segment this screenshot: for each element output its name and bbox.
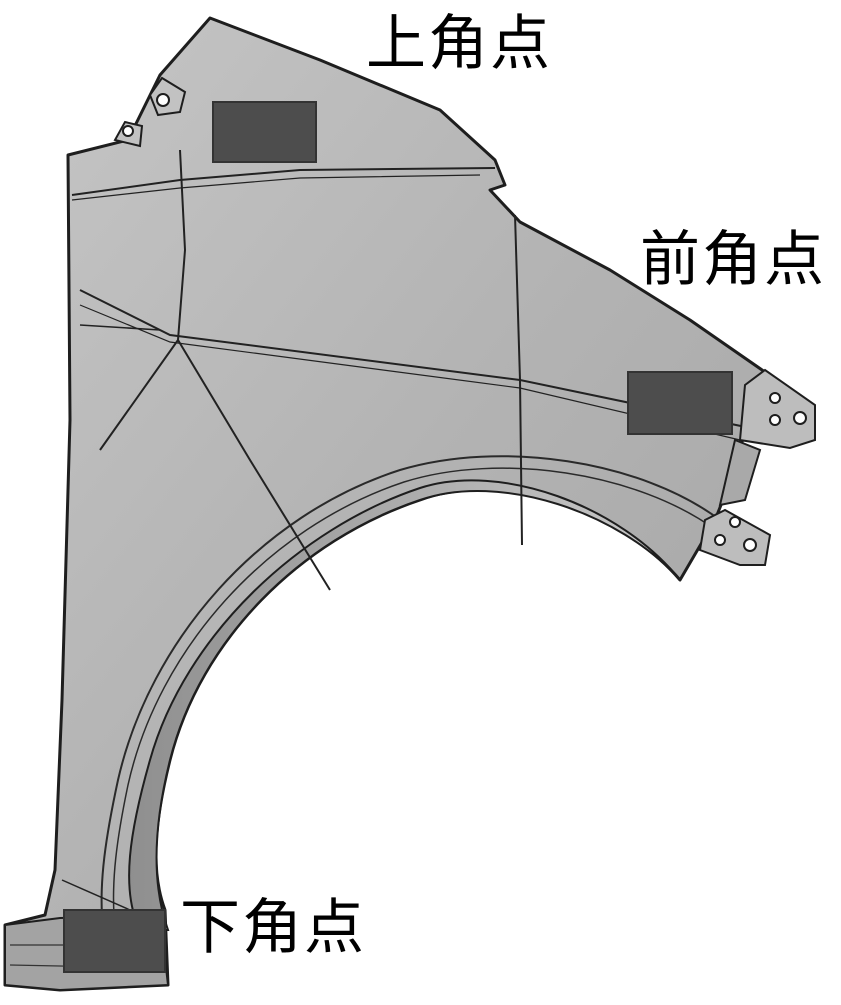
- patch-line-1: [99, 149, 187, 451]
- crease-line-top: [71, 167, 496, 196]
- upper-corner-marker: [212, 101, 317, 163]
- patch-line-3: [514, 214, 523, 546]
- lower-corner-marker: [63, 909, 166, 973]
- patch-line-2: [177, 339, 331, 591]
- front-corner-marker: [627, 371, 733, 435]
- patch-line-4: [61, 879, 131, 911]
- lower-corner-label: 下角点: [180, 893, 366, 963]
- upper-mount-tab: [113, 76, 187, 148]
- front-mount-bracket: [698, 368, 816, 566]
- crease-line-top-2: [71, 174, 481, 201]
- arch-line-inner: [112, 467, 717, 916]
- arch-line-outer: [100, 455, 721, 916]
- upper-corner-label: 上角点: [366, 9, 552, 79]
- front-corner-label: 前角点: [640, 225, 826, 295]
- crease-line-upper: [79, 324, 161, 331]
